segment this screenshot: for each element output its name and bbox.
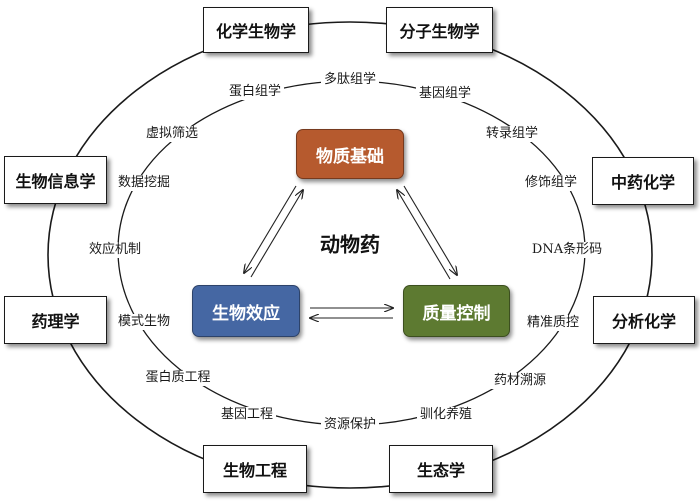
discipline-analytical-chemistry: 分析化学 bbox=[593, 296, 695, 344]
arrow-material-to-quality bbox=[403, 185, 457, 275]
outer-ring bbox=[47, 21, 653, 489]
term-peptidomics: 多肽组学 bbox=[320, 72, 380, 88]
term-herb-tracing: 药材溯源 bbox=[490, 373, 550, 389]
term-transcriptomics: 转录组学 bbox=[482, 126, 542, 142]
core-material-basis-label: 物质基础 bbox=[316, 146, 384, 167]
discipline-pharmacology: 药理学 bbox=[4, 296, 107, 344]
term-domestication: 驯化养殖 bbox=[416, 407, 476, 423]
core-quality-control: 质量控制 bbox=[403, 285, 510, 337]
term-genomics: 基因组学 bbox=[415, 86, 475, 102]
term-mechanism: 效应机制 bbox=[85, 242, 145, 258]
core-quality-control-label: 质量控制 bbox=[422, 303, 491, 324]
discipline-tcm-chemistry: 中药化学 bbox=[592, 157, 694, 205]
term-resource-protection: 资源保护 bbox=[320, 417, 380, 433]
core-biological-effect: 生物效应 bbox=[192, 285, 300, 337]
term-proteomics: 蛋白组学 bbox=[225, 84, 285, 100]
term-modificomics: 修饰组学 bbox=[521, 175, 581, 191]
term-genetic-engineering: 基因工程 bbox=[217, 407, 277, 423]
discipline-bioinformatics: 生物信息学 bbox=[4, 156, 107, 204]
discipline-chemical-biology: 化学生物学 bbox=[203, 7, 309, 53]
term-model-organism: 模式生物 bbox=[114, 314, 174, 330]
core-material-basis: 物质基础 bbox=[296, 129, 404, 179]
arrow-quality-to-material bbox=[397, 190, 451, 280]
term-dna-barcode: DNA条形码 bbox=[528, 242, 606, 258]
arrow-material-to-effect bbox=[244, 185, 297, 273]
discipline-bioengineering: 生物工程 bbox=[203, 445, 307, 493]
core-biological-effect-label: 生物效应 bbox=[212, 303, 280, 324]
center-title: 动物药 bbox=[320, 232, 380, 257]
term-protein-engineering: 蛋白质工程 bbox=[142, 370, 214, 386]
discipline-molecular-biology: 分子生物学 bbox=[386, 7, 493, 53]
arrow-effect-to-material bbox=[250, 190, 303, 278]
term-data-mining: 数据挖掘 bbox=[114, 175, 174, 191]
discipline-ecology: 生态学 bbox=[389, 445, 493, 493]
term-precise-qc: 精准质控 bbox=[523, 315, 583, 331]
term-virtual-screening: 虚拟筛选 bbox=[142, 126, 202, 142]
